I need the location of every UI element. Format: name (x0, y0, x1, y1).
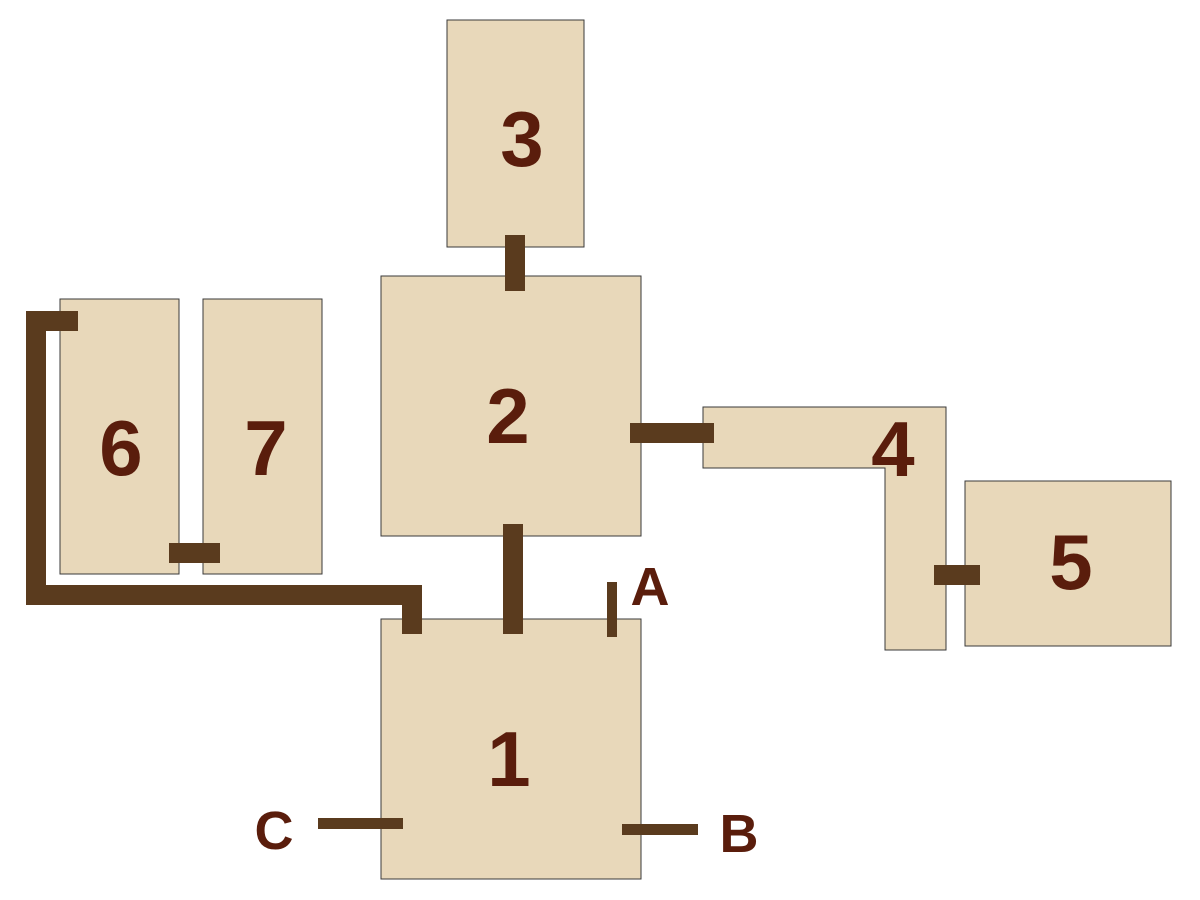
entrance-label-c: C (255, 801, 294, 861)
room-labels: 3 2 6 7 4 5 1 (99, 95, 1092, 803)
passage-2-3 (505, 235, 525, 291)
passages (26, 235, 980, 835)
room-label-6: 6 (99, 404, 142, 492)
room-3 (446, 19, 585, 248)
room-label-7: 7 (244, 404, 287, 492)
room-2 (380, 275, 642, 537)
corridor-1-6 (26, 311, 422, 634)
entrance-a-marker (607, 582, 617, 637)
entrance-labels: A B C (255, 557, 759, 864)
passage-1-2 (503, 524, 523, 634)
passage-2-4 (630, 423, 714, 443)
entrance-label-a: A (631, 557, 670, 617)
room-6 (59, 298, 180, 575)
room-label-3: 3 (500, 95, 543, 183)
room-4 (702, 406, 947, 651)
room-label-4: 4 (871, 405, 914, 493)
room-label-1: 1 (487, 715, 530, 803)
passage-4-5 (934, 565, 980, 585)
room-7 (202, 298, 323, 575)
entrance-c-marker (318, 818, 403, 829)
room-1 (380, 618, 642, 880)
room-5 (964, 480, 1172, 647)
entrance-label-b: B (720, 804, 759, 864)
room-label-2: 2 (486, 372, 529, 460)
passage-6-7 (169, 543, 220, 563)
rooms (59, 19, 1172, 880)
entrance-b-marker (622, 824, 698, 835)
room-label-5: 5 (1049, 518, 1092, 606)
